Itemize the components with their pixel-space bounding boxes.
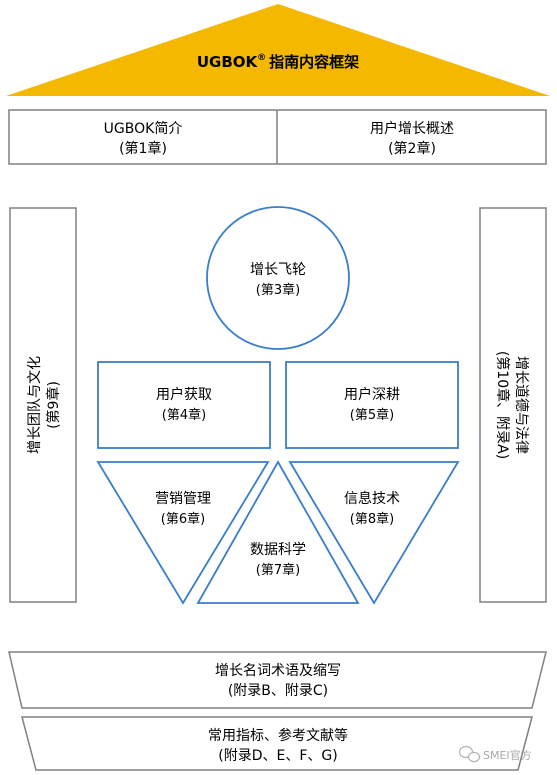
base-1-trapezoid xyxy=(8,651,547,709)
acquisition-chapter: (第4章) xyxy=(162,407,206,423)
cultivation-box xyxy=(285,361,459,449)
base-2-label: 常用指标、参考文献等 xyxy=(208,727,348,744)
it-label: 信息技术 xyxy=(344,490,400,507)
roof-title-text: 指南内容框架 xyxy=(269,53,359,71)
cultivation-label: 用户深耕 xyxy=(344,386,400,403)
base-1-label: 增长名词术语及缩写 xyxy=(215,663,341,679)
wechat-logo-icon xyxy=(458,745,481,763)
roof-title: UGBOK®指南内容框架 xyxy=(197,53,359,71)
data-science-chapter: (第7章) xyxy=(256,562,300,578)
it-triangle xyxy=(288,461,460,605)
acquisition-box xyxy=(97,361,271,449)
left-pillar-chapter: (第9章) xyxy=(45,381,62,429)
marketing-triangle xyxy=(96,461,270,605)
marketing-label: 营销管理 xyxy=(155,491,211,507)
base-2-trapezoid xyxy=(21,716,533,771)
roof-brand: UGBOK xyxy=(197,53,259,71)
right-pillar-chapter: (第10章、附录A) xyxy=(494,351,511,459)
right-pillar-label: 增长道德与法律 xyxy=(513,356,529,454)
top-box-2-label: 用户增长概述 xyxy=(370,120,454,137)
right-pillar xyxy=(479,207,547,603)
top-box-2-chapter: (第2章) xyxy=(388,140,436,157)
data-science-triangle xyxy=(196,460,360,604)
it-chapter: (第8章) xyxy=(350,511,394,527)
acquisition-label: 用户获取 xyxy=(156,386,212,403)
flywheel-circle xyxy=(206,206,350,350)
base-2-chapter: (附录D、E、F、G) xyxy=(218,748,337,764)
flywheel-label: 增长飞轮 xyxy=(250,262,306,278)
left-pillar-label: 增长团队与文化 xyxy=(27,356,43,454)
top-box-1-chapter: (第1章) xyxy=(119,140,167,157)
roof-triangle xyxy=(6,4,550,96)
left-pillar xyxy=(9,207,77,603)
flywheel-chapter: (第3章) xyxy=(256,282,300,298)
top-box-1-label: UGBOK简介 xyxy=(104,120,183,137)
watermark: SMEI官方 xyxy=(458,745,532,763)
marketing-chapter: (第6章) xyxy=(161,511,205,527)
base-1-chapter: (附录B、附录C) xyxy=(228,683,328,699)
watermark-text: SMEI官方 xyxy=(483,748,532,762)
roof-registered-mark: ® xyxy=(257,53,266,63)
cultivation-chapter: (第5章) xyxy=(350,407,394,423)
data-science-label: 数据科学 xyxy=(250,542,306,558)
